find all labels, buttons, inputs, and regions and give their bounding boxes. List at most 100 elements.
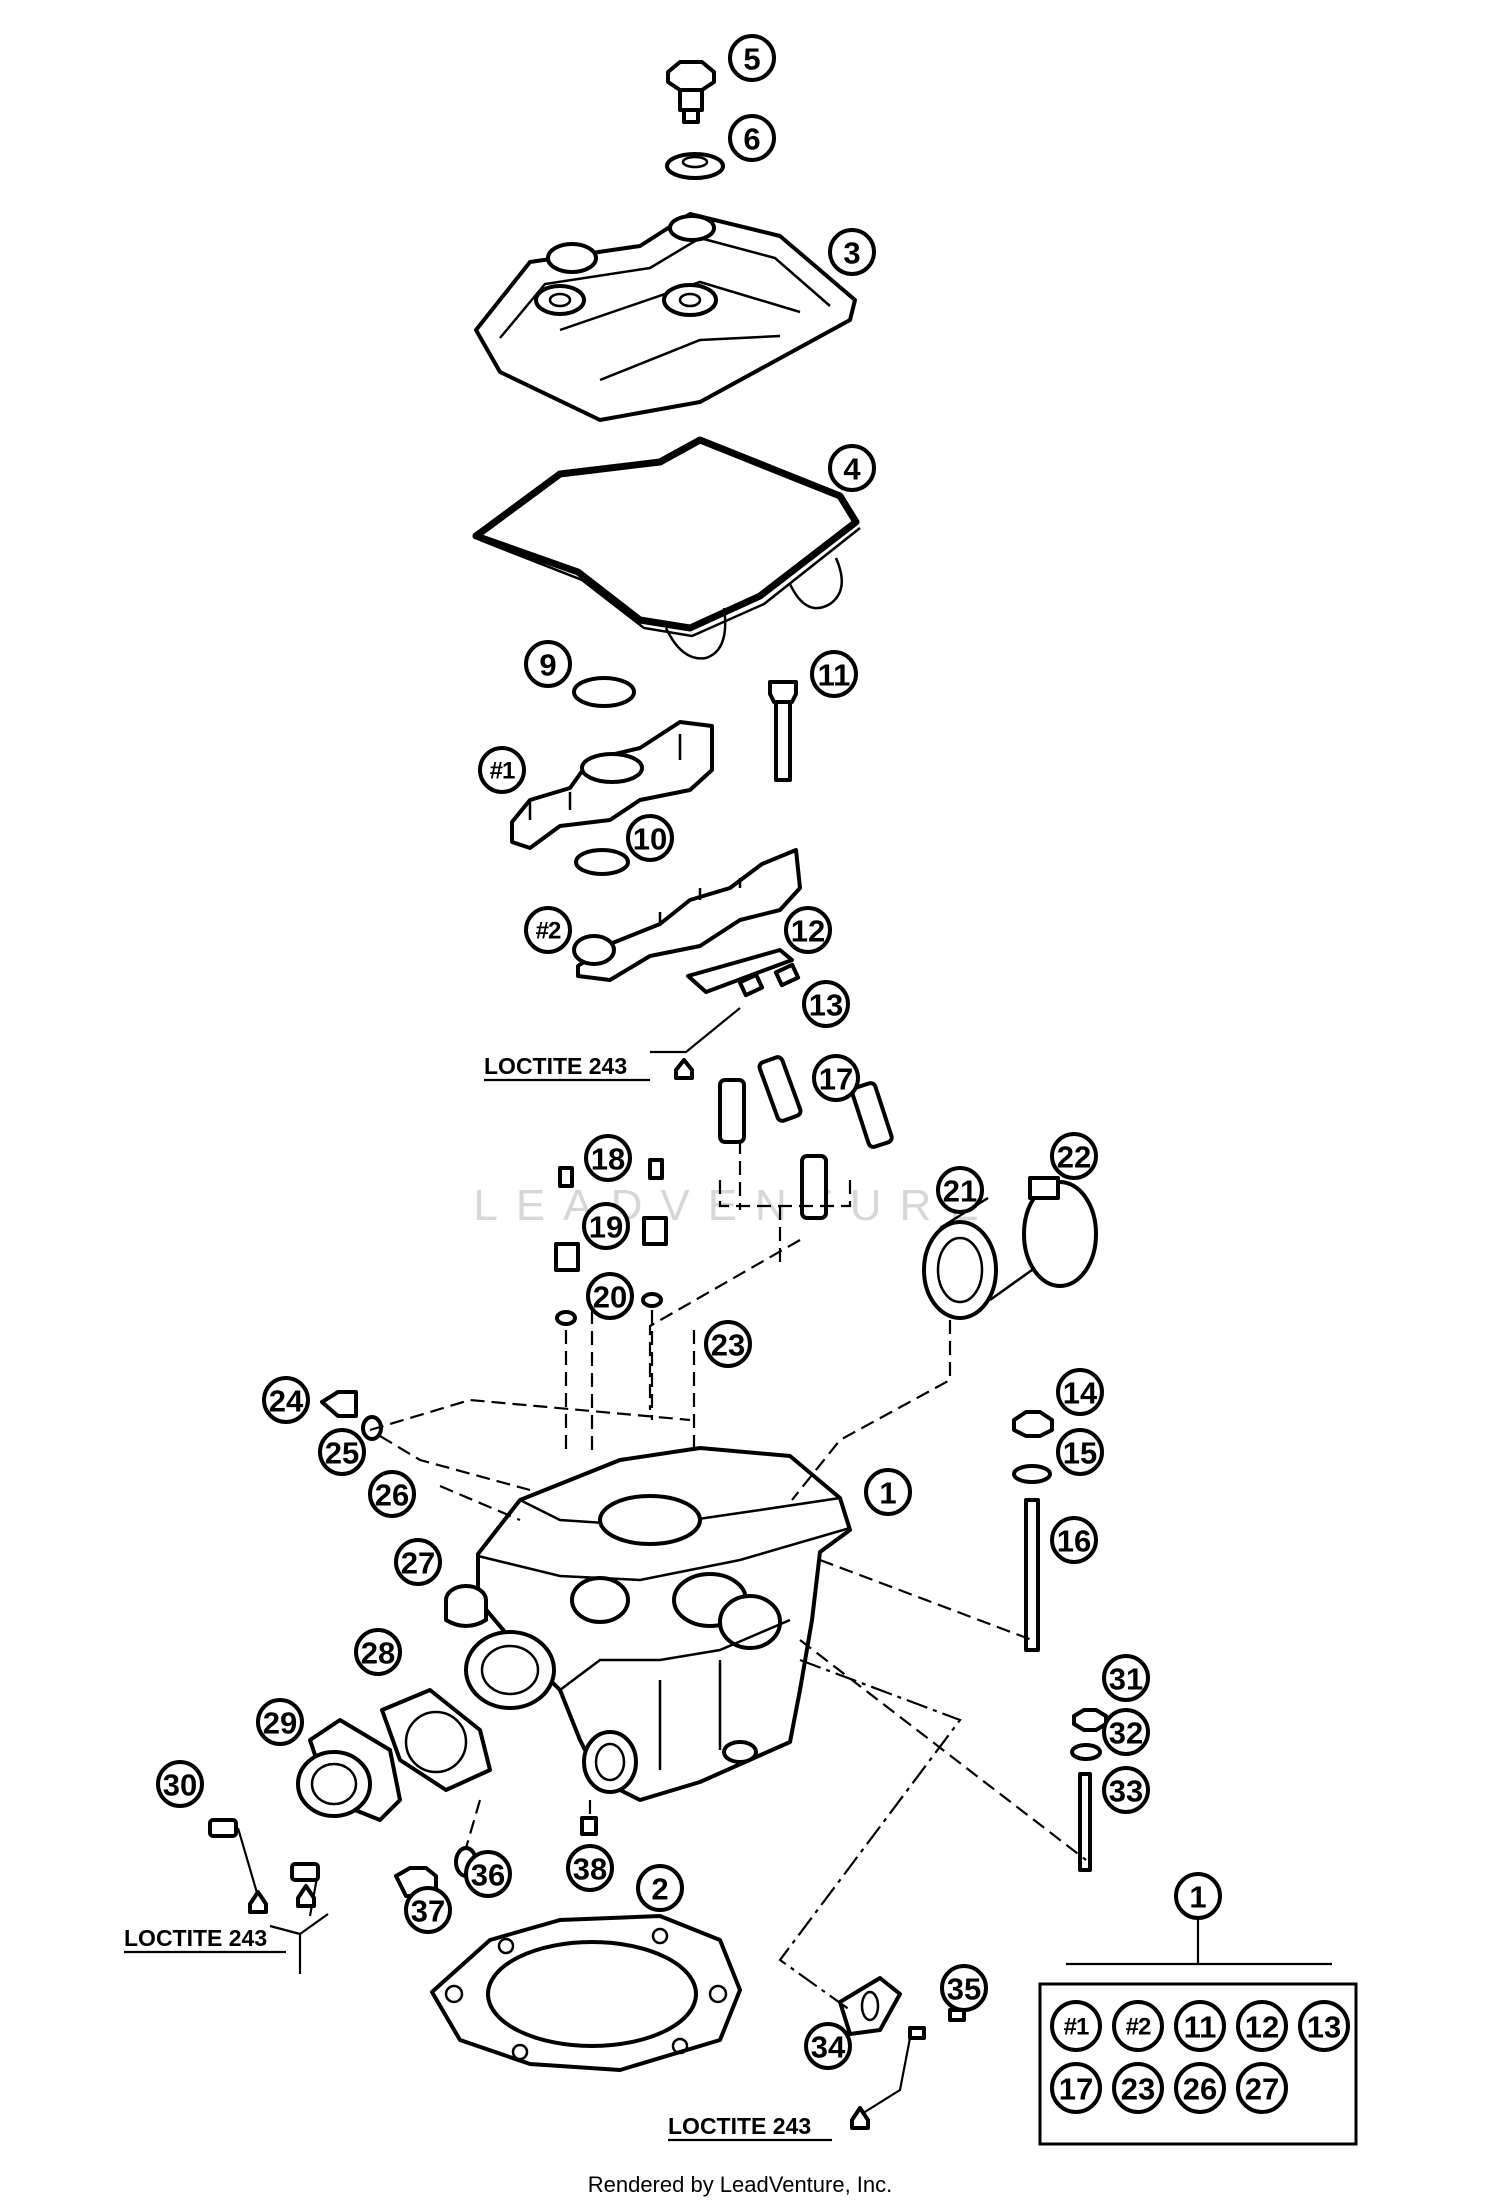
callout-14-label: 14 bbox=[1063, 1376, 1098, 1411]
callout-35-circle bbox=[940, 1964, 988, 2012]
part-cam-bridge-1 bbox=[510, 720, 714, 850]
callout-6-label: 6 bbox=[743, 122, 760, 157]
callout-25: 25 bbox=[318, 1428, 366, 1476]
callout-hash2-label: #2 bbox=[536, 918, 561, 945]
kit-item-12: 12 bbox=[1236, 2000, 1288, 2052]
kit-item-27: 27 bbox=[1236, 2062, 1288, 2114]
part-exhaust-gasket bbox=[380, 1688, 492, 1792]
callout-16-circle bbox=[1050, 1516, 1098, 1564]
callout-22-circle bbox=[1050, 1132, 1098, 1180]
callout-38: 38 bbox=[566, 1844, 614, 1892]
watermark-text: LEADVENTURE bbox=[473, 1181, 996, 1230]
kit-item-27-label: 27 bbox=[1245, 2072, 1279, 2107]
callout-26-circle bbox=[368, 1470, 416, 1518]
callout-12-label: 12 bbox=[791, 914, 825, 949]
callout-2-circle bbox=[636, 1864, 684, 1912]
kit-item-12-label: 12 bbox=[1245, 2010, 1279, 2045]
kit-item-17: 17 bbox=[1050, 2062, 1102, 2114]
part-sleeves bbox=[718, 1055, 894, 1220]
callout-3-label: 3 bbox=[843, 236, 860, 271]
kit-item-23-circle bbox=[1112, 2062, 1164, 2114]
callout-hash2-circle bbox=[524, 906, 572, 954]
part-intake-rubber bbox=[922, 1196, 1033, 1320]
footer-credit: Rendered by LeadVenture, Inc. bbox=[588, 2172, 893, 2197]
callout-31: 31 bbox=[1102, 1654, 1150, 1702]
callout-12: 12 bbox=[784, 906, 832, 954]
callout-14: 14 bbox=[1056, 1368, 1104, 1416]
part-stud-33 bbox=[1070, 1708, 1108, 1872]
kit-item-17-circle bbox=[1050, 2062, 1102, 2114]
callout-14-circle bbox=[1056, 1368, 1104, 1416]
callout-36-circle bbox=[464, 1850, 512, 1898]
callout-37-circle bbox=[404, 1886, 452, 1934]
kit-item-11-label: 11 bbox=[1184, 2010, 1217, 2045]
callout-6: 6 bbox=[728, 114, 776, 162]
callout-5-label: 5 bbox=[743, 42, 760, 77]
callout-11-circle bbox=[810, 650, 858, 698]
part-exhaust-flange bbox=[296, 1718, 402, 1822]
callout-24: 24 bbox=[262, 1376, 310, 1424]
kit-item-11-circle bbox=[1174, 2000, 1226, 2052]
kit-item-12-circle bbox=[1236, 2000, 1288, 2052]
callout-19-circle bbox=[582, 1202, 630, 1250]
callout-9-label: 9 bbox=[539, 648, 556, 683]
callout-29-circle bbox=[256, 1698, 304, 1746]
part-screw bbox=[666, 60, 716, 124]
kit-item-27-circle bbox=[1236, 2062, 1288, 2114]
callout-20-label: 20 bbox=[593, 1280, 627, 1315]
callout-1: 1 bbox=[864, 1468, 912, 1516]
callout-11-label: 11 bbox=[818, 658, 851, 693]
callout-15-label: 15 bbox=[1063, 1436, 1097, 1471]
callout-26-label: 26 bbox=[375, 1478, 409, 1513]
leader-lines bbox=[236, 1007, 1332, 2121]
callout-24-circle bbox=[262, 1376, 310, 1424]
callout-12-circle bbox=[784, 906, 832, 954]
kit-item-23: 23 bbox=[1112, 2062, 1164, 2114]
kit-item-17-label: 17 bbox=[1059, 2072, 1093, 2107]
callout-30-circle bbox=[156, 1760, 204, 1808]
kit-item-hash1: #1 bbox=[1050, 2000, 1102, 2052]
part-plug-38 bbox=[580, 1816, 598, 1836]
callout-6-circle bbox=[728, 114, 776, 162]
part-o-ring-10 bbox=[574, 848, 630, 876]
callout-31-label: 31 bbox=[1109, 1662, 1143, 1697]
part-screws-35 bbox=[908, 2008, 966, 2040]
kit-item-hash2-label: #2 bbox=[1126, 2014, 1151, 2041]
callout-13-circle bbox=[802, 980, 850, 1028]
part-cover-gasket bbox=[472, 436, 861, 660]
callout-1-label: 1 bbox=[879, 1476, 896, 1511]
callout-33-circle bbox=[1102, 1766, 1150, 1814]
callout-29-label: 29 bbox=[263, 1706, 297, 1741]
callout-16-label: 16 bbox=[1057, 1524, 1091, 1559]
part-cam-bridge-2 bbox=[572, 848, 802, 982]
callout-35-label: 35 bbox=[947, 1972, 981, 2007]
kit-header-callout-circle bbox=[1174, 1872, 1222, 1920]
kit-header-callout-label: 1 bbox=[1189, 1880, 1206, 1915]
callout-19: 19 bbox=[582, 1202, 630, 1250]
loctite-top-label: LOCTITE 243 bbox=[484, 1053, 627, 1079]
callout-21: 21 bbox=[936, 1166, 984, 1214]
kit-header-callout: 1 bbox=[1174, 1872, 1222, 1920]
kit-item-26-circle bbox=[1174, 2062, 1226, 2114]
callout-4: 4 bbox=[828, 444, 876, 492]
callout-25-label: 25 bbox=[325, 1436, 359, 1471]
callout-27: 27 bbox=[394, 1538, 442, 1586]
kit-item-11: 11 bbox=[1174, 2000, 1226, 2052]
part-plug-27 bbox=[444, 1584, 488, 1628]
loctite-bottom: LOCTITE 243 bbox=[668, 2106, 870, 2142]
callout-34-circle bbox=[804, 2022, 852, 2070]
callout-30-label: 30 bbox=[163, 1768, 197, 1803]
part-stud-16 bbox=[1012, 1410, 1054, 1652]
kit-item-hash1-label: #1 bbox=[1064, 2014, 1089, 2041]
loctite-bottom-label: LOCTITE 243 bbox=[668, 2113, 811, 2139]
part-valve-cover bbox=[474, 212, 857, 422]
callout-24-label: 24 bbox=[269, 1384, 304, 1419]
callout-28: 28 bbox=[354, 1628, 402, 1676]
part-grommet bbox=[665, 152, 725, 180]
callout-hash1-label: #1 bbox=[490, 758, 515, 785]
kit-item-13-circle bbox=[1298, 2000, 1350, 2052]
callout-17-label: 17 bbox=[819, 1062, 853, 1097]
part-plugs bbox=[554, 1158, 668, 1326]
callout-15: 15 bbox=[1056, 1428, 1104, 1476]
